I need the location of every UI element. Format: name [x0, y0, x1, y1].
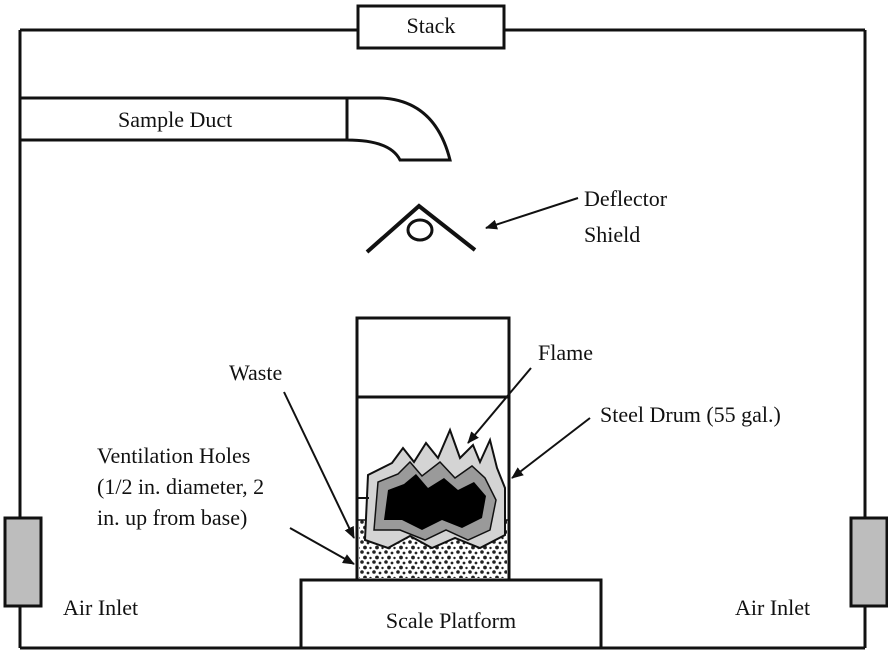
deflector-shield-orifice	[406, 218, 434, 242]
enclosure-wall	[18, 28, 867, 650]
deflector-shield-label-line1: Deflector	[584, 186, 668, 211]
flame-label: Flame	[538, 340, 593, 365]
waste-arrow	[283, 391, 355, 539]
scale-platform	[299, 578, 603, 650]
flame-core	[384, 474, 486, 530]
air-inlet-right-label: Air Inlet	[735, 595, 811, 620]
deflector-shield	[365, 203, 477, 254]
flame-arrow	[467, 367, 532, 444]
steel-drum-label: Steel Drum (55 gal.)	[600, 402, 781, 427]
air-inlet-left	[3, 516, 43, 608]
stack-box	[356, 4, 506, 50]
sample-duct-pipe	[18, 96, 349, 142]
sample-duct-label: Sample Duct	[118, 107, 233, 132]
scale-platform-label: Scale Platform	[385, 608, 517, 633]
sample-duct-elbow	[345, 96, 452, 162]
waste-label: Waste	[229, 360, 283, 385]
air-inlet-left-label: Air Inlet	[63, 595, 139, 620]
deflector-shield-label-line2: Shield	[584, 222, 641, 247]
air-inlet-right	[849, 516, 888, 608]
ventilation-holes-label-line1: Ventilation Holes	[97, 443, 251, 468]
ventilation-holes-label-line3: in. up from base)	[97, 505, 248, 530]
ventilation-holes-label-line2: (1/2 in. diameter, 2	[97, 474, 265, 499]
stack-label: Stack	[406, 13, 456, 38]
deflector-arrow	[485, 197, 579, 230]
ventilation-holes-arrow	[289, 527, 355, 565]
steel-drum-arrow	[511, 417, 591, 479]
